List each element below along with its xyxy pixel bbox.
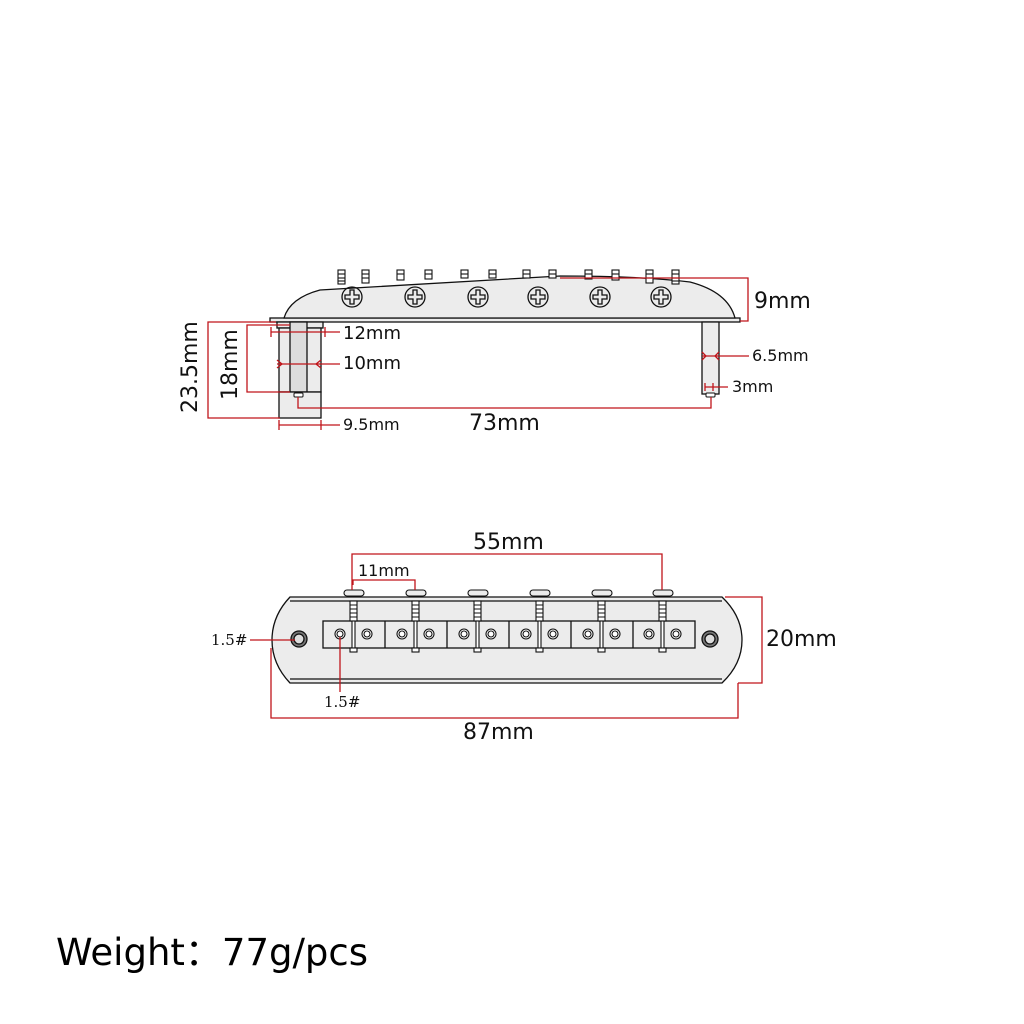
dim-6-5mm: 6.5mm — [752, 346, 809, 365]
dim-23-5mm: 23.5mm — [178, 321, 203, 413]
dim-saddle-screw: 1.5# — [324, 693, 361, 711]
dim-12mm: 12mm — [343, 323, 401, 344]
top-view — [271, 596, 743, 684]
stud-screw-heads — [293, 392, 716, 398]
dim-20mm: 20mm — [766, 627, 837, 652]
side-view — [269, 275, 741, 419]
top-spring-screws — [337, 269, 680, 285]
dim-87mm: 87mm — [463, 720, 534, 745]
dim-73mm: 73mm — [469, 411, 540, 436]
dim-10mm: 10mm — [343, 353, 401, 374]
dim-9mm: 9mm — [754, 289, 811, 314]
phillips-screw-icons — [341, 286, 672, 308]
dim-3mm: 3mm — [732, 377, 774, 396]
dim-11mm: 11mm — [358, 561, 410, 580]
side-dimension-lines — [207, 277, 749, 430]
dim-9-5mm: 9.5mm — [343, 415, 400, 434]
top-dimension-lines — [250, 553, 763, 719]
dim-end-hole-screw: 1.5# — [211, 631, 248, 649]
dim-55mm: 55mm — [473, 530, 544, 555]
weight-label: Weight：77g/pcs — [56, 931, 369, 974]
saddles — [334, 589, 682, 653]
dim-18mm: 18mm — [218, 329, 243, 400]
